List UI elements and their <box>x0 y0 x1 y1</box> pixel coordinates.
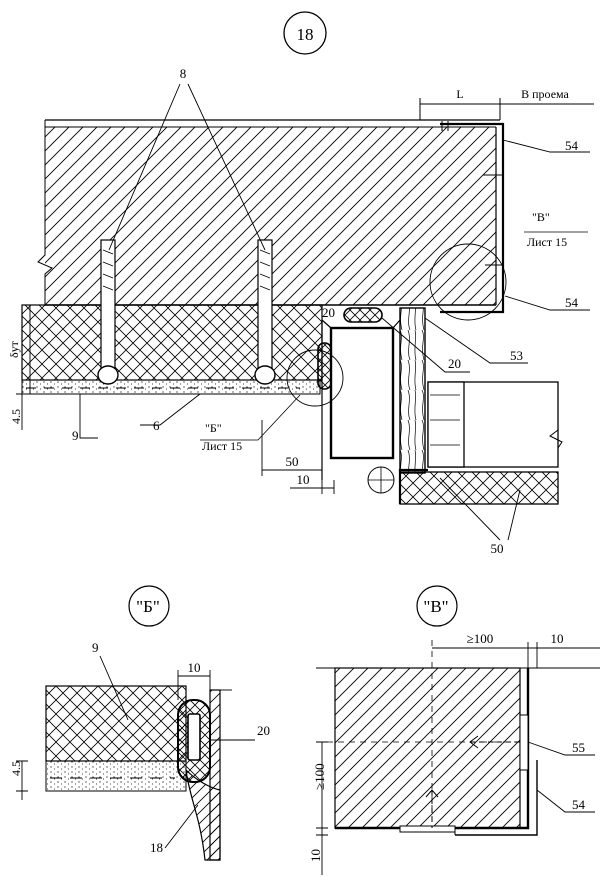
detail-b: "Б" 10 9 20 18 4.5 <box>9 585 270 861</box>
detail-b-insulation <box>45 685 187 762</box>
seal-profile-top <box>343 307 383 323</box>
detail-v-wall <box>334 667 521 829</box>
dimension-50: 50 <box>286 454 299 469</box>
ref-b-letter: "Б" <box>205 421 222 435</box>
detail-v: "В" ≥100 10 ≥100 10 55 54 <box>308 585 600 875</box>
seal-profile-side <box>317 342 332 390</box>
detail-v-dim-100-side: ≥100 <box>312 763 327 790</box>
detail-circle-b <box>286 349 344 407</box>
door-insulation-panel <box>399 471 559 505</box>
detail-circle-v <box>429 243 507 321</box>
callout-9: 9 <box>72 428 79 443</box>
anchor-left <box>97 239 119 385</box>
dimension-10: 10 <box>297 472 310 487</box>
opening-label: В проема <box>521 87 569 101</box>
drawing-number-circle <box>283 11 327 55</box>
detail-v-dim-100-top: ≥100 <box>467 631 494 646</box>
detail-b-callout-9: 9 <box>92 640 99 655</box>
ref-v-sheet: Лист 15 <box>527 235 567 249</box>
callout-20-small: 20 <box>322 305 335 320</box>
door-leaf <box>427 381 563 468</box>
callout-20: 20 <box>448 356 461 371</box>
callout-53: 53 <box>510 348 523 363</box>
detail-b-plaster <box>45 760 187 792</box>
callout-50: 50 <box>491 541 504 556</box>
detail-v-callout-54: 54 <box>572 797 586 812</box>
dimension-4-5: 4.5 <box>9 409 23 424</box>
insulation-layer <box>21 304 323 381</box>
callout-6: 6 <box>153 418 160 433</box>
detail-b-dim-10: 10 <box>188 660 201 675</box>
door-frame-profile <box>321 319 401 480</box>
detail-b-frame <box>209 689 221 861</box>
detail-b-callout-20: 20 <box>257 723 270 738</box>
plaster-layer <box>21 379 321 395</box>
detail-v-dim-10-bottom: 10 <box>308 849 323 862</box>
detail-b-title: "Б" <box>136 597 160 616</box>
detail-v-callout-55: 55 <box>572 740 585 755</box>
detail-b-callout-18: 18 <box>150 840 163 855</box>
wooden-block <box>399 307 426 474</box>
ref-b-sheet: Лист 15 <box>202 439 242 453</box>
callout-54-mid: 54 <box>565 295 579 310</box>
steel-angle-54 <box>440 122 505 314</box>
detail-b-dim-45: 4.5 <box>9 761 23 776</box>
anchor-right <box>254 239 276 385</box>
dimension-L: L <box>456 87 463 101</box>
callout-8: 8 <box>180 66 187 81</box>
detail-v-dim-10-top: 10 <box>551 631 564 646</box>
ref-v-letter: "В" <box>532 210 550 224</box>
drawing-number: 18 <box>297 25 314 44</box>
main-section: 18 8 <box>7 11 594 556</box>
dimension-delta: δут <box>7 340 21 358</box>
detail-v-title: "В" <box>423 597 448 616</box>
callout-54-top: 54 <box>565 138 579 153</box>
